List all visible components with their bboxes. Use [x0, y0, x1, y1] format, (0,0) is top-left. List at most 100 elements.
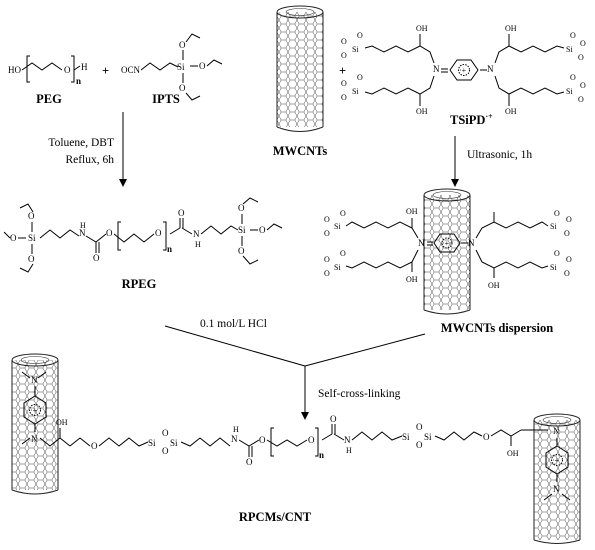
prod-si-2: Si: [170, 438, 178, 448]
tsipd-oh-ur2: O: [580, 39, 586, 48]
prod-n-urethane-right: N: [344, 435, 351, 445]
rpeg-co-left: O: [93, 253, 100, 263]
peg-ho-atom: HO: [8, 65, 21, 75]
step1-condition-time: Reflux, 6h: [65, 154, 114, 166]
tsipd-n-right: N: [487, 64, 494, 74]
mwcnts-dispersion-label: MWCNTs dispersion: [441, 321, 553, 335]
disp-oh-ll: OH: [406, 275, 418, 284]
disp-n-right: N: [468, 238, 475, 248]
tsipd-si-lr: Si: [566, 87, 573, 96]
tsipd-oh-ll3: O: [341, 93, 347, 102]
prod-o-bridge-4: O: [416, 440, 423, 450]
ipts-o3: O: [179, 83, 186, 93]
step1-condition-solvent: Toluene, DBT: [48, 137, 114, 149]
tsipd-oh-ll1: O: [357, 73, 363, 82]
disp-oh-lr1: O: [554, 249, 560, 258]
prod-h-urethane-right: H: [346, 446, 352, 455]
peg-h-atom: H: [81, 62, 88, 72]
tsipd-oh-ur1: O: [570, 31, 576, 40]
step3-condition-process: Self-cross-linking: [318, 388, 401, 400]
prod-si-4: Si: [424, 432, 432, 442]
disp-oh-ul1: O: [340, 209, 346, 218]
prod-si-1: Si: [148, 438, 156, 448]
ipts-o2: O: [199, 61, 206, 71]
disp-oh-ur3: O: [564, 229, 570, 238]
tsipd-oh-ul3: O: [341, 51, 347, 60]
disp-oh-ul3: O: [324, 229, 330, 238]
peg-structure: HO O H n: [8, 55, 88, 86]
rpeg-si-left: Si: [28, 233, 36, 243]
prod-n-urethane-left: N: [231, 434, 238, 444]
rpeg-o-chain: O: [155, 228, 162, 238]
tsipd-structure: N ·+ N Si O O O OH Si O O O OH Si O O O …: [341, 24, 586, 116]
tsipd-oh-lr1: O: [570, 73, 576, 82]
prod-radical-right: ·+: [552, 456, 560, 465]
tsipd-si-ul: Si: [352, 45, 359, 54]
disp-si-lr: Si: [550, 263, 557, 272]
prod-n-top-right: N: [553, 426, 560, 436]
product-label: RPCMs/CNT: [239, 510, 312, 524]
prod-n-bottom-right: N: [553, 484, 560, 494]
prod-co-right: O: [330, 414, 337, 424]
rpeg-o-r3: O: [238, 246, 245, 256]
prod-h-urethane-left: H: [233, 425, 239, 434]
disp-si-ll: Si: [334, 263, 341, 272]
tsipd-n-left: N: [433, 64, 440, 74]
peg-n-subscript: n: [76, 76, 81, 86]
rpeg-n-subscript: n: [167, 244, 172, 254]
plus-sign-2: +: [339, 64, 346, 78]
rpeg-o-l1: O: [28, 211, 35, 221]
disp-oh-ul2: O: [324, 215, 330, 224]
disp-oh-ll3: O: [324, 269, 330, 278]
tsipd-si-ll: Si: [352, 87, 359, 96]
mwcnts-label: MWCNTs: [273, 144, 328, 158]
rpeg-o-r1: O: [238, 203, 245, 213]
tsipd-oh-ur: OH: [505, 24, 517, 33]
step2-condition: Ultrasonic, 1h: [467, 149, 532, 161]
rpeg-structure: Si O O O N H O O O n O N H Si O O: [3, 197, 283, 273]
prod-n-bottom-left: N: [31, 434, 38, 444]
tsipd-oh-ur3: O: [578, 53, 584, 62]
peg-o-atom: O: [64, 65, 71, 75]
rpeg-si-right: Si: [238, 225, 246, 235]
rpeg-o-l2: O: [10, 233, 17, 243]
step3-condition-acid: 0.1 mol/L HCl: [200, 318, 267, 330]
ipts-label: IPTS: [152, 92, 180, 106]
ipts-si-atom: Si: [177, 62, 185, 72]
rpeg-n-right: N: [193, 229, 200, 239]
merge-line-right: [304, 333, 426, 367]
prod-co-left: O: [246, 457, 253, 467]
product-structure: N ·+ N OH O Si O O Si N H O O O n O: [11, 353, 581, 544]
prod-o-bridge-3: O: [416, 422, 423, 432]
disp-oh-ul: OH: [406, 207, 418, 216]
tsipd-label: TSiPD·+: [450, 112, 493, 127]
tsipd-oh-lr2: O: [580, 81, 586, 90]
tsipd-oh-ll: OH: [416, 107, 428, 116]
prod-o-ether-right: O: [483, 432, 490, 442]
disp-si-ur: Si: [550, 222, 557, 231]
rpeg-h-left: H: [80, 221, 86, 230]
prod-oh-left: OH: [56, 418, 68, 427]
prod-si-3: Si: [402, 432, 410, 442]
mwcnt-dispersion-structure: N ·+ N Si O O O OH Si O O O OH Si O O O …: [324, 188, 572, 315]
tsipd-oh-lr: OH: [505, 107, 517, 116]
prod-o-carb-left: O: [259, 435, 266, 445]
rpeg-label: RPEG: [122, 277, 157, 291]
disp-oh-ll1: O: [340, 249, 346, 258]
disp-radical-mark: ·+: [442, 239, 450, 248]
prod-o-bridge-2: O: [162, 446, 169, 456]
tsipd-si-ur: Si: [566, 45, 573, 54]
disp-oh-lr2: O: [566, 255, 572, 264]
plus-sign-1: +: [102, 64, 109, 78]
prod-o-bridge-1: O: [162, 428, 169, 438]
ipts-ocn-atom: OCN: [121, 65, 141, 75]
rpeg-n-left: N: [79, 228, 86, 238]
prod-radical-left: ·+: [30, 406, 38, 415]
ipts-o1: O: [179, 40, 186, 50]
prod-oh-right: OH: [507, 449, 519, 458]
disp-oh-lr3: O: [564, 269, 570, 278]
tsipd-oh-ul2: O: [341, 37, 347, 46]
tsipd-radical-mark: ·+: [459, 66, 467, 75]
prod-o-chain: O: [308, 435, 315, 445]
